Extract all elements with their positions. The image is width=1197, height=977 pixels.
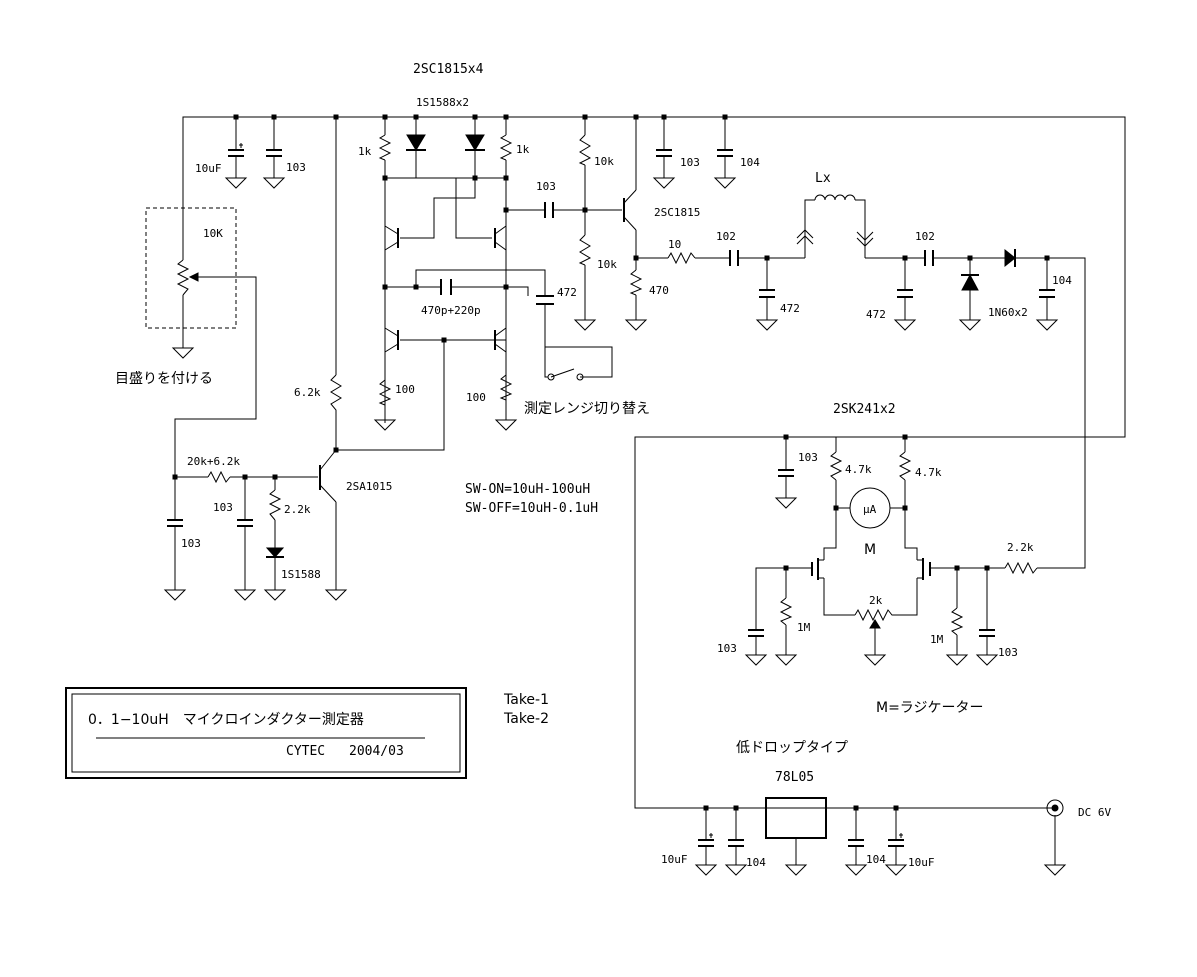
label-10k-top: 10k bbox=[594, 155, 614, 168]
label-10k-bottom: 10k bbox=[597, 258, 617, 271]
label-2sa1015: 2SA1015 bbox=[346, 480, 392, 493]
label-20k62: 20k+6.2k bbox=[187, 455, 240, 468]
resistor-10k-bottom bbox=[578, 234, 592, 266]
label-2sk241x2: 2SK241x2 bbox=[833, 402, 896, 417]
label-103-fet-right: 103 bbox=[998, 646, 1018, 659]
title-author: CYTEC bbox=[286, 744, 325, 759]
label-10ohm: 10 bbox=[668, 238, 681, 251]
label-102-left: 102 bbox=[716, 230, 736, 243]
diode-detector-series bbox=[1004, 248, 1016, 268]
label-2k2-right: 2.2k bbox=[1007, 541, 1034, 554]
label-1k-left: 1k bbox=[358, 145, 372, 158]
label-1M-left: 1M bbox=[797, 621, 811, 634]
resistor-4k7-left bbox=[829, 451, 843, 481]
note-sw-off: SW-OFF=10uH-0.1uH bbox=[465, 501, 598, 516]
dc-jack-icon bbox=[1046, 799, 1064, 817]
resistor-1M-left bbox=[779, 597, 793, 626]
diodes bbox=[265, 134, 1016, 558]
resistor-10 bbox=[667, 251, 696, 265]
title-block: 0．1−10uH マイクロインダクター測定器 CYTEC 2004/03 bbox=[65, 687, 467, 779]
label-2sc1815: 2SC1815 bbox=[654, 206, 700, 219]
capacitors bbox=[167, 143, 1055, 847]
label-lx: Lx bbox=[815, 171, 831, 186]
note-range-switch: 測定レンジ切り替え bbox=[524, 401, 650, 417]
label-4k7-left: 4.7k bbox=[845, 463, 872, 476]
label-470p220p: 470p+220p bbox=[421, 304, 481, 317]
meter-symbol: μA bbox=[863, 503, 877, 516]
label-pot-10k: 10K bbox=[203, 227, 223, 240]
resistors bbox=[207, 134, 1038, 636]
label-472-osc: 472 bbox=[557, 286, 577, 299]
label-1s1588: 1S1588 bbox=[281, 568, 321, 581]
junction-dots bbox=[172, 114, 1050, 811]
microammeter bbox=[849, 487, 891, 529]
label-102-right: 102 bbox=[915, 230, 935, 243]
label-2k-pot: 2k bbox=[869, 594, 883, 607]
resistor-100-right bbox=[499, 374, 513, 401]
diode-detector-shunt bbox=[961, 273, 979, 291]
meter-label: M bbox=[864, 542, 876, 558]
resistor-100-left bbox=[378, 379, 392, 406]
resistor-1k-left bbox=[378, 134, 392, 161]
label-100-left: 100 bbox=[395, 383, 415, 396]
potentiometer-10k bbox=[145, 207, 237, 329]
resistor-6k2 bbox=[330, 374, 342, 420]
note-low-dropout: 低ドロップタイプ bbox=[736, 740, 848, 756]
label-4k7-right: 4.7k bbox=[915, 466, 942, 479]
label-103-top: 103 bbox=[286, 161, 306, 174]
inductor-lx bbox=[796, 194, 874, 247]
label-104-top: 104 bbox=[740, 156, 760, 169]
resistor-2k2-left bbox=[268, 489, 282, 521]
title-text: 0．1−10uH マイクロインダクター測定器 bbox=[88, 712, 364, 728]
resistor-1k-right bbox=[499, 134, 513, 161]
label-472-mid: 472 bbox=[780, 302, 800, 315]
labels: 2SC1815x4 1S1588x2 10uF 103 1k 1k 10k 10… bbox=[115, 62, 1111, 869]
label-103-fet: 103 bbox=[798, 451, 818, 464]
transistors bbox=[397, 228, 931, 580]
label-472-right: 472 bbox=[866, 308, 886, 321]
resistor-20k bbox=[207, 470, 231, 484]
label-104-det: 104 bbox=[1052, 274, 1072, 287]
label-104-reg-right: 104 bbox=[866, 853, 886, 866]
label-103-top2: 103 bbox=[680, 156, 700, 169]
diode-1s1588 bbox=[265, 547, 285, 558]
resistor-470 bbox=[629, 269, 643, 296]
label-103-fet-left: 103 bbox=[717, 642, 737, 655]
label-2sc1815x4: 2SC1815x4 bbox=[413, 62, 484, 77]
regulator-78l05 bbox=[765, 797, 827, 839]
note-meter-def: M=ラジケーター bbox=[876, 700, 984, 716]
revision-take2: Take-2 bbox=[503, 711, 549, 727]
resistor-1M-right bbox=[950, 607, 964, 636]
label-2k2-left: 2.2k bbox=[284, 503, 311, 516]
range-switch bbox=[547, 373, 584, 381]
label-1s1588x2: 1S1588x2 bbox=[416, 96, 469, 109]
diode-top-right bbox=[465, 134, 485, 151]
resistor-2k2-right bbox=[1004, 561, 1038, 575]
resistor-4k7-right bbox=[898, 451, 912, 481]
diode-top-left bbox=[406, 134, 426, 151]
label-78l05: 78L05 bbox=[775, 770, 814, 785]
label-dc-6v: DC 6V bbox=[1078, 806, 1111, 819]
title-date: 2004/03 bbox=[349, 744, 404, 759]
resistor-10k-top bbox=[578, 134, 592, 166]
revision-take1: Take-1 bbox=[503, 692, 549, 708]
label-103-coupling: 103 bbox=[536, 180, 556, 193]
label-10uF-left: 10uF bbox=[661, 853, 688, 866]
label-6k2: 6.2k bbox=[294, 386, 321, 399]
label-470: 470 bbox=[649, 284, 669, 297]
label-103-pnp: 103 bbox=[213, 501, 233, 514]
label-1n60x2: 1N60x2 bbox=[988, 306, 1028, 319]
label-1M-right: 1M bbox=[930, 633, 944, 646]
ground-symbols bbox=[163, 177, 1067, 876]
note-scale: 目盛りを付ける bbox=[115, 371, 213, 387]
label-10uF-top: 10uF bbox=[195, 162, 222, 175]
resistor-2k-pot bbox=[854, 608, 895, 622]
label-1k-right: 1k bbox=[516, 143, 530, 156]
label-104-reg-left: 104 bbox=[746, 856, 766, 869]
label-10uF-right: 10uF bbox=[908, 856, 935, 869]
label-103-bias: 103 bbox=[181, 537, 201, 550]
label-100-right: 100 bbox=[466, 391, 486, 404]
note-sw-on: SW-ON=10uH-100uH bbox=[465, 482, 590, 497]
